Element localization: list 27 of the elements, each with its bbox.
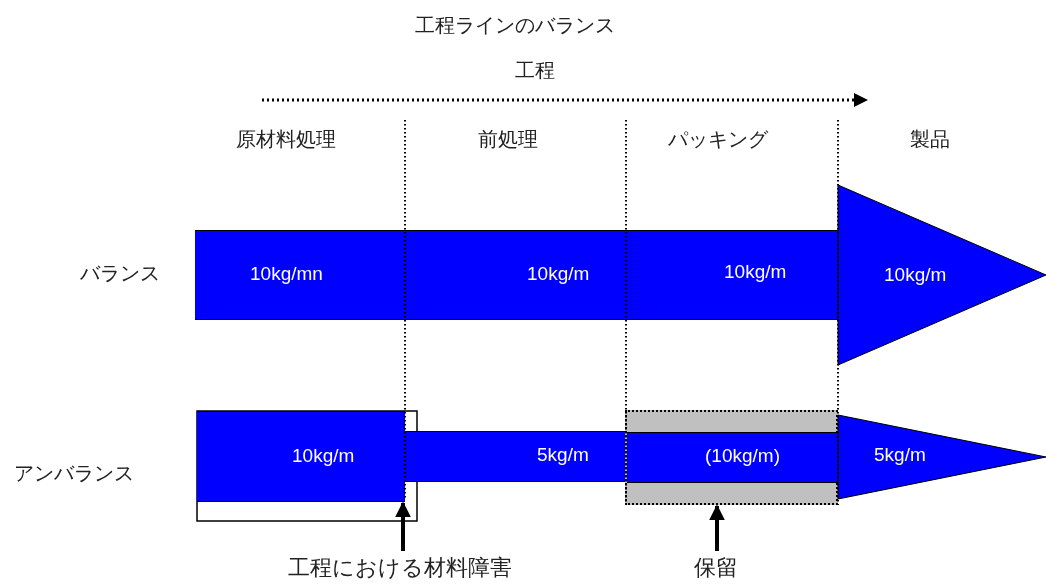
row-label: アンバランス	[14, 460, 134, 487]
leader-arrow	[709, 504, 725, 551]
leader-arrow	[395, 501, 411, 551]
flow-rate-label: (10kg/m)	[705, 445, 780, 467]
flow-band	[405, 431, 626, 482]
flow-rate-label: 10kg/m	[884, 264, 947, 286]
column-header: 原材料処理	[236, 126, 336, 153]
flow-band	[627, 432, 838, 483]
flow-band	[195, 230, 838, 320]
flow-rate-label: 5kg/m	[537, 444, 589, 466]
flow-rate-label: 10kg/mn	[250, 263, 323, 285]
flow-arrowhead	[838, 415, 1046, 499]
holding-buffer	[625, 410, 838, 505]
flow-rate-label: 5kg/m	[874, 444, 926, 466]
column-header: 製品	[910, 126, 950, 153]
column-header: パッキング	[668, 126, 768, 153]
flow-band	[197, 411, 405, 502]
flow-rate-label: 10kg/m	[724, 261, 787, 283]
diagram-title: 工程ラインのバランス	[415, 12, 615, 39]
process-axis-label: 工程	[515, 57, 555, 84]
column-header: 前処理	[478, 126, 538, 153]
annotation-label: 保留	[693, 554, 739, 582]
flow-rate-label: 10kg/m	[527, 263, 590, 285]
flow-arrowhead	[838, 185, 1046, 365]
flow-rate-label: 10kg/m	[292, 445, 355, 467]
annotation-label: 工程における材料障害	[287, 554, 513, 582]
row-label: バランス	[80, 260, 160, 287]
